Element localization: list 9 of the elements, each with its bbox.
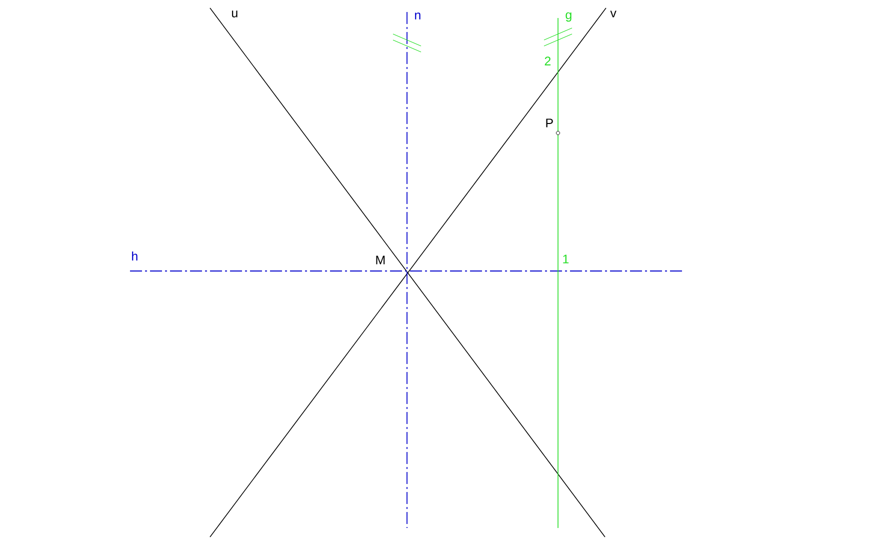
line-label: v xyxy=(610,10,616,18)
line-label: n xyxy=(415,12,420,20)
point-label: M xyxy=(376,256,385,264)
point-label: P xyxy=(546,118,553,128)
line-label: u xyxy=(232,10,238,18)
line-label: g xyxy=(566,12,572,22)
point-label: 2 xyxy=(544,56,551,66)
point-label: 1 xyxy=(563,254,569,264)
line-label: h xyxy=(132,251,138,261)
